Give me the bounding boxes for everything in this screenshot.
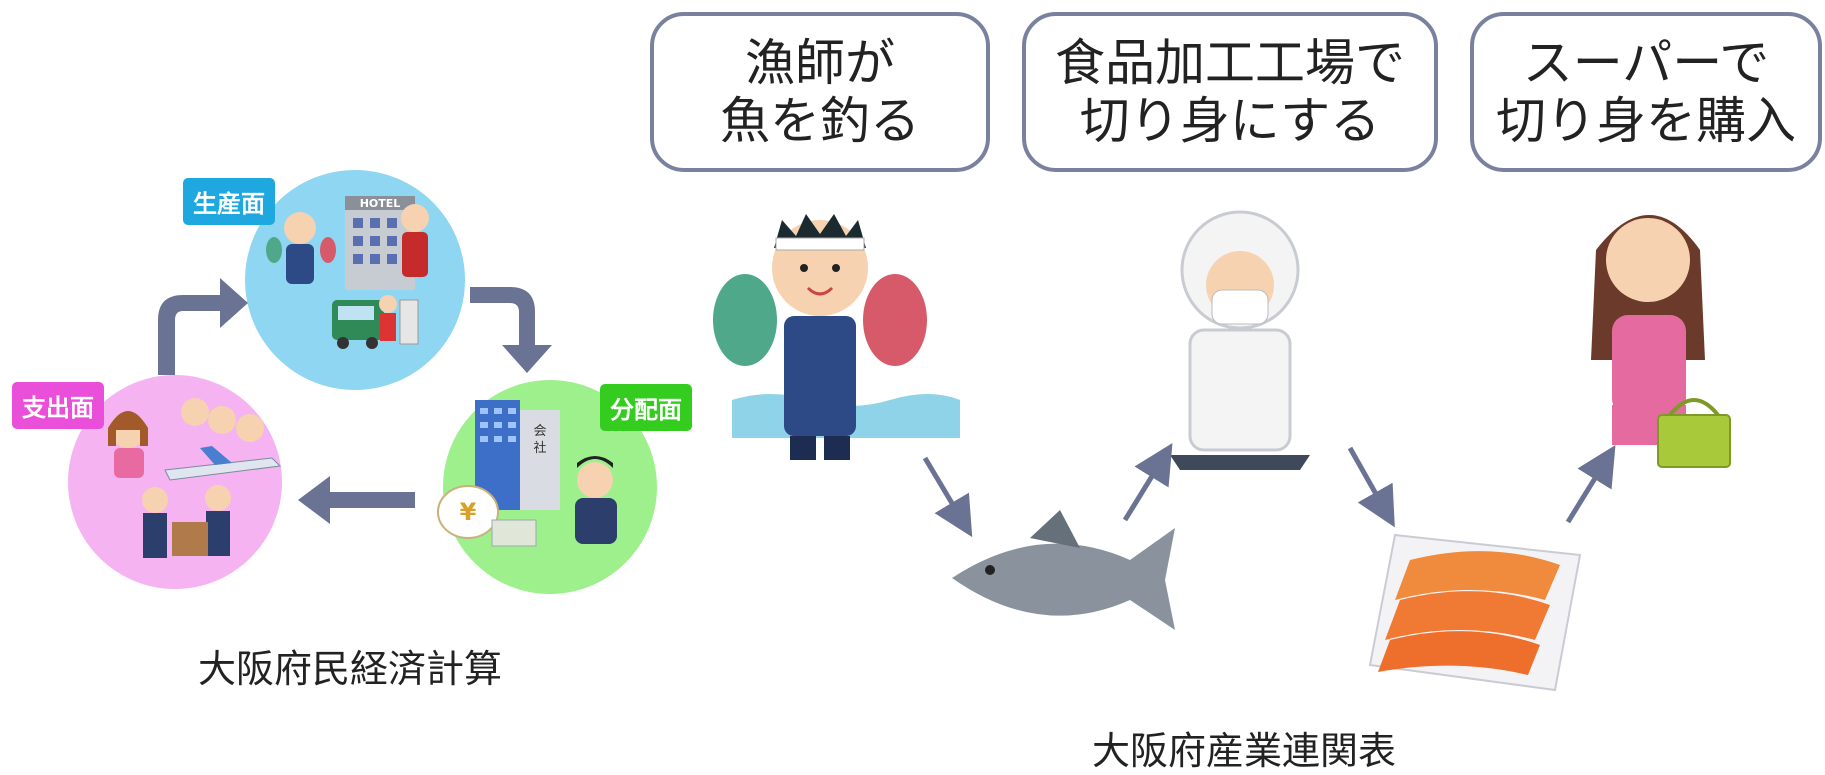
hotel-sign: HOTEL <box>360 197 401 210</box>
distribution-circle: 会 社 ¥ <box>437 380 657 594</box>
yen-symbol: ¥ <box>460 498 477 526</box>
company-sign-1: 会 <box>533 424 546 439</box>
cycle-arrows <box>158 278 552 524</box>
expenditure-badge: 支出面 <box>12 382 104 429</box>
expenditure-circle <box>68 375 282 589</box>
fish-illustration <box>952 510 1175 630</box>
caption-input-output-table: 大阪府産業連関表 <box>1092 729 1397 773</box>
distribution-badge: 分配面 <box>600 384 692 431</box>
cycle-diagram: HOTEL <box>68 170 657 594</box>
company-sign-2: 社 <box>533 440 546 456</box>
step-purchase-line2: 切り身を購入 <box>1496 92 1796 150</box>
step-fishing-line2: 魚を釣る <box>720 92 920 150</box>
step-processing-line1: 食品加工工場で <box>1055 34 1405 92</box>
production-badge: 生産面 <box>183 178 275 225</box>
shopper-illustration <box>1591 215 1731 468</box>
flow-arrows <box>922 442 1616 538</box>
step-processing-line2: 切り身にする <box>1079 92 1381 150</box>
caption-economic-accounts: 大阪府民経済計算 <box>198 647 503 691</box>
production-circle: HOTEL <box>245 170 465 390</box>
salmon-fillets-illustration <box>1368 533 1582 692</box>
factory-worker-illustration <box>1170 210 1310 470</box>
step-box-fishing: 漁師が 魚を釣る <box>650 12 990 172</box>
step-purchase-line1: スーパーで <box>1522 34 1770 92</box>
step-box-purchase: スーパーで 切り身を購入 <box>1470 12 1822 172</box>
step-box-processing: 食品加工工場で 切り身にする <box>1022 12 1438 172</box>
step-fishing-line1: 漁師が <box>745 34 895 92</box>
fisherman-illustration <box>713 214 960 460</box>
